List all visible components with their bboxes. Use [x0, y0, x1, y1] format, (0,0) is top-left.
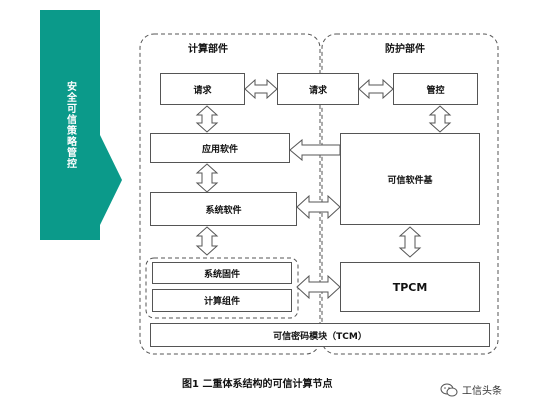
watermark-text: 工信头条: [462, 386, 502, 397]
compute-request-box: 请求: [160, 73, 245, 105]
policy-label: 安全可信策略管控: [64, 81, 76, 169]
shared-request-box: 请求: [277, 73, 359, 105]
arrow-control-trusted: [428, 105, 452, 133]
tpcm-box: TPCM: [340, 262, 480, 312]
arrow-trusted-to-app: [289, 138, 341, 162]
tcm-box: 可信密码模块（TCM）: [150, 323, 490, 347]
arrow-firmware-tpcm: [296, 274, 341, 300]
control-box: 管控: [393, 73, 478, 105]
protect-group-border: [321, 33, 499, 355]
protect-group-title: 防护部件: [385, 44, 425, 55]
watermark: 工信头条: [440, 382, 502, 397]
compute-group-title: 计算部件: [188, 44, 228, 55]
arrow-trusted-tpcm: [398, 226, 422, 258]
figure-caption: 图1 二重体系结构的可信计算节点: [182, 379, 333, 390]
arrow-system-firmware: [195, 226, 219, 256]
arrow-request-control: [358, 78, 394, 100]
arrow-request-app: [195, 105, 219, 133]
trusted-software-base-box: 可信软件基: [340, 133, 480, 225]
policy-arrow: [40, 10, 122, 240]
arrow-request-request: [244, 78, 278, 100]
arrow-system-trusted: [296, 194, 341, 220]
wechat-icon: [440, 383, 458, 396]
system-firmware-box: 系统固件: [152, 262, 292, 284]
system-software-box: 系统软件: [150, 192, 297, 226]
arrow-app-system: [195, 163, 219, 193]
compute-group-border: [139, 33, 321, 355]
app-software-box: 应用软件: [150, 133, 290, 163]
compute-component-box: 计算组件: [152, 289, 292, 312]
